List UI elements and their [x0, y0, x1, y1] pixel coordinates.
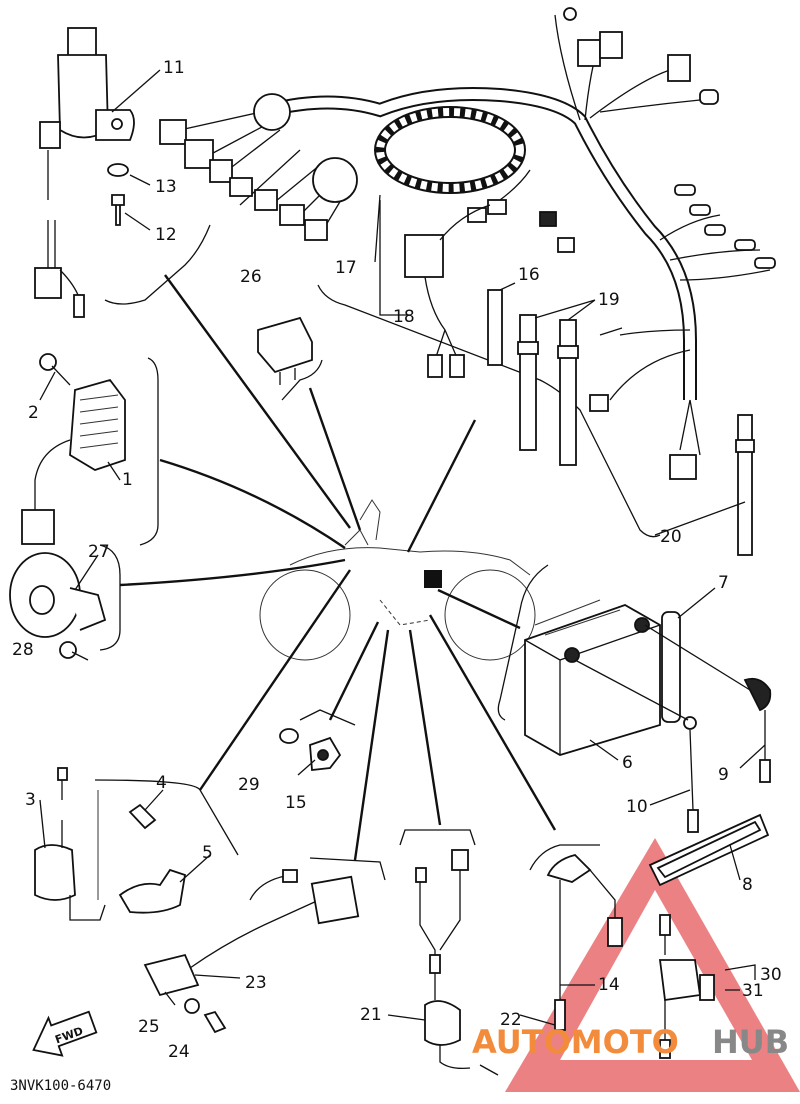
callout-25: 25 — [138, 1017, 160, 1037]
callout-18: 18 — [393, 307, 415, 327]
main-wire-harness — [159, 7, 776, 480]
callout-4: 4 — [156, 773, 167, 793]
battery-band-8 — [648, 813, 770, 887]
watermark-triangle — [505, 838, 800, 1092]
callout-1: 1 — [122, 470, 133, 490]
spark-plug-lead — [546, 854, 623, 1031]
callout-8: 8 — [742, 875, 753, 895]
motorcycle-silhouette — [259, 499, 536, 661]
starter-relay — [658, 914, 715, 1059]
callout-5: 5 — [202, 843, 213, 863]
callout-23: 23 — [245, 973, 267, 993]
diagram-code: 3NVK100-6470 — [10, 1078, 111, 1094]
bolt-2 — [39, 353, 71, 386]
watermark-logo: AUTOMOTO HUB — [472, 1023, 789, 1061]
battery-cable-10 — [574, 659, 699, 833]
bolt-24 — [203, 1010, 227, 1034]
callout-15: 15 — [285, 793, 307, 813]
callout-26: 26 — [240, 267, 262, 287]
callout-7: 7 — [718, 573, 729, 593]
bolt-28 — [59, 641, 89, 661]
igniter-unit — [143, 869, 360, 1006]
callout-13: 13 — [155, 177, 177, 197]
leader-lines — [94, 224, 661, 881]
callout-14: 14 — [598, 975, 620, 995]
battery-cable-9 — [644, 624, 772, 783]
callout-16: 16 — [518, 265, 540, 285]
ignition-coil — [34, 767, 106, 921]
callout-28: 28 — [12, 640, 34, 660]
callout-labels: 1 2 3 4 5 6 7 8 9 10 11 12 13 14 15 16 1… — [12, 58, 782, 1062]
main-switch — [34, 27, 135, 318]
callout-24: 24 — [168, 1042, 190, 1062]
washer-29 — [279, 728, 299, 744]
plug-cap-5 — [118, 868, 187, 914]
horn — [9, 552, 107, 638]
callout-3: 3 — [25, 790, 36, 810]
callout-19: 19 — [598, 290, 620, 310]
callout-29: 29 — [238, 775, 260, 795]
fwd-arrow: FWD — [32, 1010, 98, 1057]
watermark-text-2: HUB — [712, 1023, 789, 1061]
breather-hose-7 — [661, 611, 681, 723]
cable-tie-19 — [517, 314, 623, 466]
callout-2: 2 — [28, 403, 39, 423]
callout-20: 20 — [660, 527, 682, 547]
callout-30: 30 — [760, 965, 782, 985]
callout-11: 11 — [163, 58, 185, 78]
callout-6: 6 — [622, 753, 633, 773]
relay-26 — [257, 316, 313, 385]
washer-13 — [107, 163, 129, 177]
callout-leaders — [39, 69, 766, 1026]
screw-4 — [128, 803, 157, 830]
cable-tie-16 — [487, 289, 503, 366]
washer-25 — [184, 998, 200, 1014]
callout-12: 12 — [155, 225, 177, 245]
callout-27: 27 — [88, 542, 110, 562]
rectifier-regulator — [21, 378, 126, 545]
watermark-text-1: AUTOMOTO — [472, 1023, 679, 1061]
callout-21: 21 — [360, 1005, 382, 1025]
screw-12 — [111, 194, 125, 226]
callout-22: 22 — [500, 1010, 522, 1030]
battery — [524, 599, 661, 756]
callout-9: 9 — [718, 765, 729, 785]
switch-15 — [309, 736, 342, 771]
callout-17: 17 — [335, 258, 357, 278]
callout-31: 31 — [742, 981, 764, 1001]
callout-10: 10 — [626, 797, 648, 817]
cable-tie-20 — [735, 414, 755, 556]
part-21 — [415, 849, 499, 1076]
